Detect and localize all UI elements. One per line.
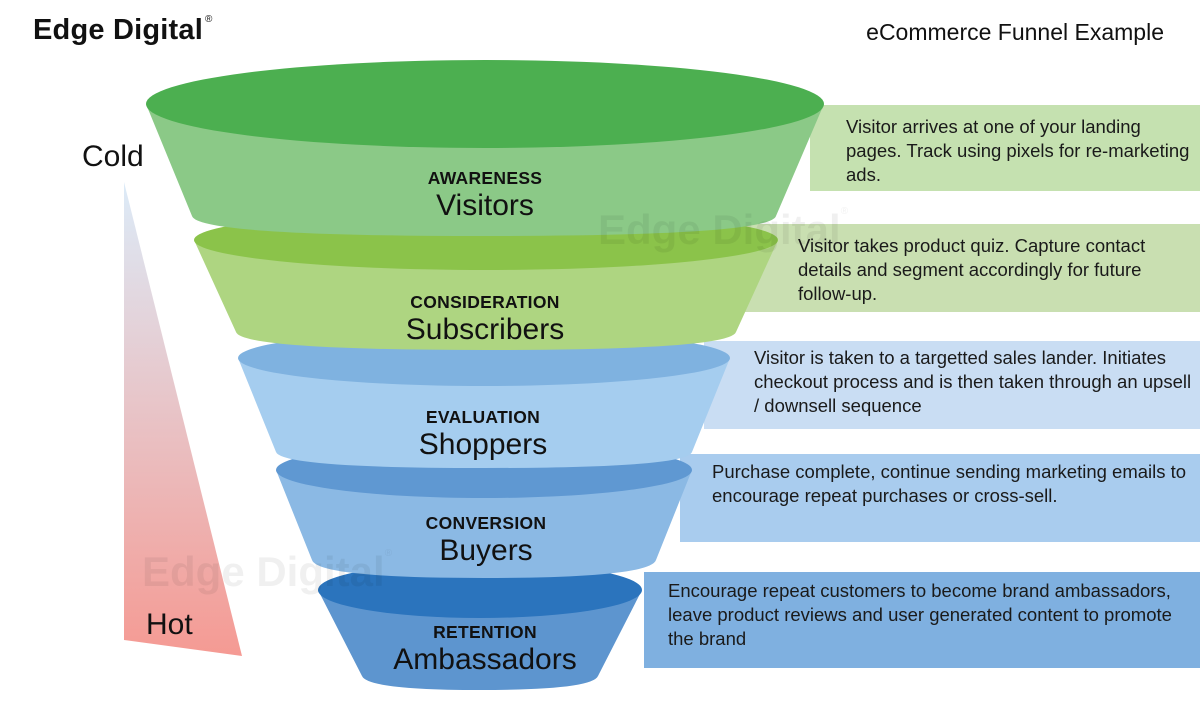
stage-category: CONVERSION xyxy=(425,513,547,533)
brand-registered-mark: ® xyxy=(204,14,213,25)
stage-label-consideration: CONSIDERATION Subscribers xyxy=(406,292,564,347)
stage-category: AWARENESS xyxy=(427,168,543,188)
funnel-segment-awareness xyxy=(146,60,824,236)
stage-audience: Visitors xyxy=(436,189,534,222)
brand-logo: Edge Digital® xyxy=(33,14,213,47)
desc-bar-evaluation xyxy=(704,341,1200,429)
stage-description-evaluation: Visitor is taken to a targetted sales la… xyxy=(754,347,1192,416)
stage-label-conversion: CONVERSION Buyers xyxy=(426,513,547,568)
stage-description-awareness: Visitor arrives at one of your landing p… xyxy=(846,116,1190,185)
cold-label: Cold xyxy=(82,140,144,173)
desc-bar-awareness xyxy=(810,105,1200,191)
desc-bar-consideration xyxy=(742,224,1200,312)
stage-label-evaluation: EVALUATION Shoppers xyxy=(419,407,547,462)
desc-bar-retention xyxy=(644,572,1200,668)
hot-label: Hot xyxy=(146,608,193,641)
stage-audience: Buyers xyxy=(439,534,533,567)
stage-audience: Subscribers xyxy=(405,313,565,346)
stage-audience: Ambassadors xyxy=(393,643,577,676)
page-title: eCommerce Funnel Example xyxy=(866,19,1164,45)
stage-category: RETENTION xyxy=(433,622,537,642)
stage-category: EVALUATION xyxy=(425,407,541,427)
stage-description-consideration: Visitor takes product quiz. Capture cont… xyxy=(798,235,1146,304)
desc-bar-conversion xyxy=(680,454,1200,542)
stage-label-retention: RETENTION Ambassadors xyxy=(393,622,576,677)
temperature-wedge xyxy=(124,182,242,656)
stage-label-awareness: AWARENESS Visitors xyxy=(428,168,543,223)
stage-description-conversion: Purchase complete, continue sending mark… xyxy=(712,461,1187,506)
brand-name: Edge Digital xyxy=(33,14,203,46)
stage-description-retention: Encourage repeat customers to become bra… xyxy=(668,580,1172,649)
stage-audience: Shoppers xyxy=(418,428,548,461)
stage-category: CONSIDERATION xyxy=(410,292,560,312)
